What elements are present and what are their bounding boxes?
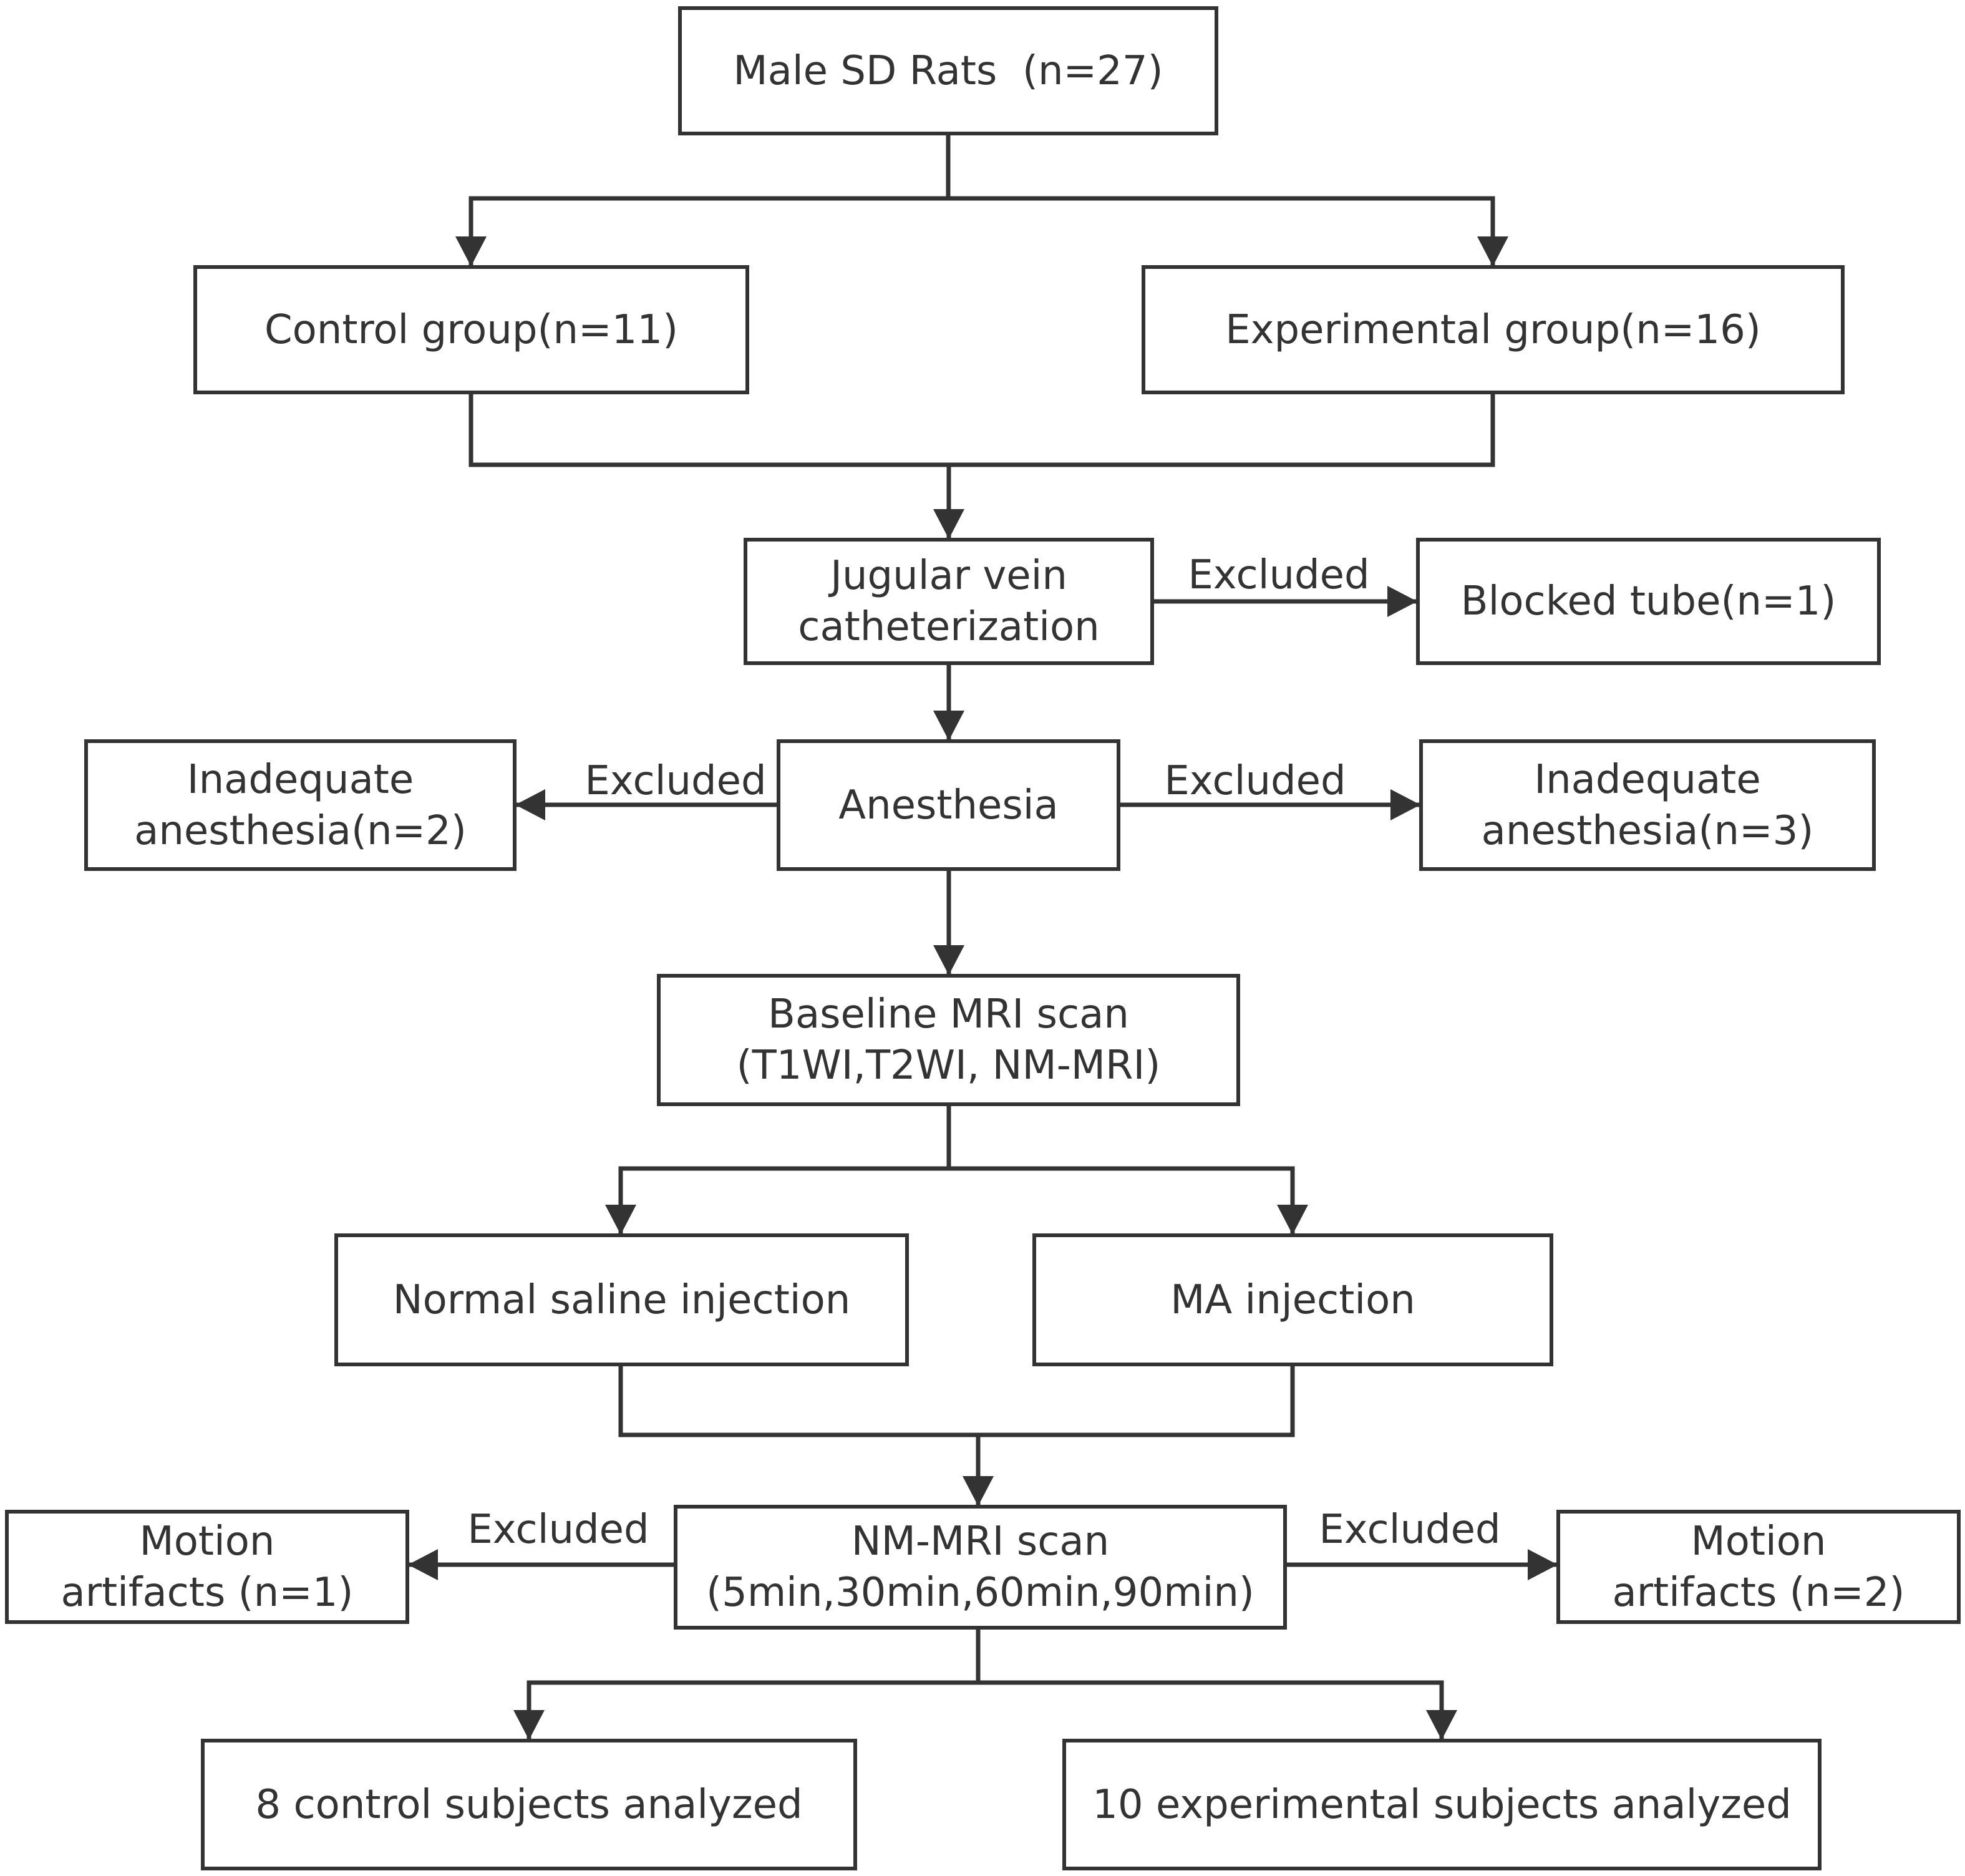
node-text-line: artifacts (n=2) [1612, 1569, 1905, 1616]
node-jugular-vein-catheterization: Jugular vein catheterization [744, 538, 1154, 665]
node-anesthesia: Anesthesia [777, 739, 1120, 871]
edge-label-nmmri-excluded-left: Excluded [467, 1507, 649, 1553]
connector-nmmri-to-experimental-analyzed [978, 1680, 1457, 1740]
node-text-line: NM-MRI scan [851, 1519, 1110, 1565]
node-text-line: (T1WI,T2WI, NM-MRI) [736, 1042, 1161, 1089]
node-text-line: Motion [139, 1518, 275, 1565]
node-text-line: Control group(n=11) [264, 306, 679, 353]
node-text-line: Motion [1691, 1518, 1827, 1565]
node-nm-mri-scan: NM-MRI scan (5min,30min,60min,90min) [674, 1505, 1287, 1630]
node-text-line: 8 control subjects analyzed [255, 1781, 803, 1828]
node-control-subjects-analyzed: 8 control subjects analyzed [201, 1739, 857, 1870]
node-text-line: Experimental group(n=16) [1225, 306, 1761, 353]
connector-nmmri-split [513, 1630, 981, 1740]
node-text-line: Blocked tube(n=1) [1460, 578, 1836, 625]
node-baseline-mri-scan: Baseline MRI scan(T1WI,T2WI, NM-MRI) [657, 974, 1240, 1106]
connector-baseline-to-ma [949, 1166, 1308, 1235]
node-text-line: artifacts (n=1) [61, 1569, 354, 1616]
node-experimental-group: Experimental group(n=16) [1142, 265, 1845, 394]
node-text-line: MA injection [1170, 1276, 1415, 1323]
node-text-line: catheterization [798, 604, 1100, 650]
node-normal-saline-injection: Normal saline injection [334, 1233, 909, 1366]
node-blocked-tube: Blocked tube(n=1) [1416, 538, 1881, 665]
connector-groups-merge [468, 394, 1495, 467]
edge-label-anesthesia-excluded-right: Excluded [1164, 758, 1346, 804]
node-control-group: Control group(n=11) [193, 265, 749, 394]
node-text-line: Baseline MRI scan [768, 991, 1129, 1038]
node-text-line: Jugular vein [830, 553, 1067, 599]
edge-label-anesthesia-excluded-left: Excluded [585, 758, 767, 804]
connector-rats-to-experimental [948, 196, 1508, 266]
node-experimental-subjects-analyzed: 10 experimental subjects analyzed [1062, 1739, 1822, 1870]
node-text-line: anesthesia(n=2) [134, 807, 467, 854]
connector-rats-split [455, 135, 951, 266]
node-text-line: Anesthesia [838, 782, 1059, 829]
node-text-line: anesthesia(n=3) [1481, 807, 1814, 854]
connector-injections-merge [618, 1366, 1295, 1437]
node-text-line: 10 experimental subjects analyzed [1092, 1781, 1792, 1828]
edge-label-catheter-excluded: Excluded [1188, 552, 1370, 598]
node-ma-injection: MA injection [1032, 1233, 1553, 1366]
connector-baseline-split [605, 1106, 951, 1235]
node-text-line: Inadequate [187, 756, 414, 803]
node-text-line: Inadequate [1534, 756, 1761, 803]
node-text-line: Normal saline injection [392, 1276, 851, 1323]
node-text-line: Male SD Rats (n=27) [733, 47, 1163, 94]
node-text-line: (5min,30min,60min,90min) [706, 1570, 1254, 1616]
node-male-sd-rats: Male SD Rats (n=27) [678, 6, 1218, 135]
edge-label-nmmri-excluded-right: Excluded [1319, 1507, 1501, 1553]
